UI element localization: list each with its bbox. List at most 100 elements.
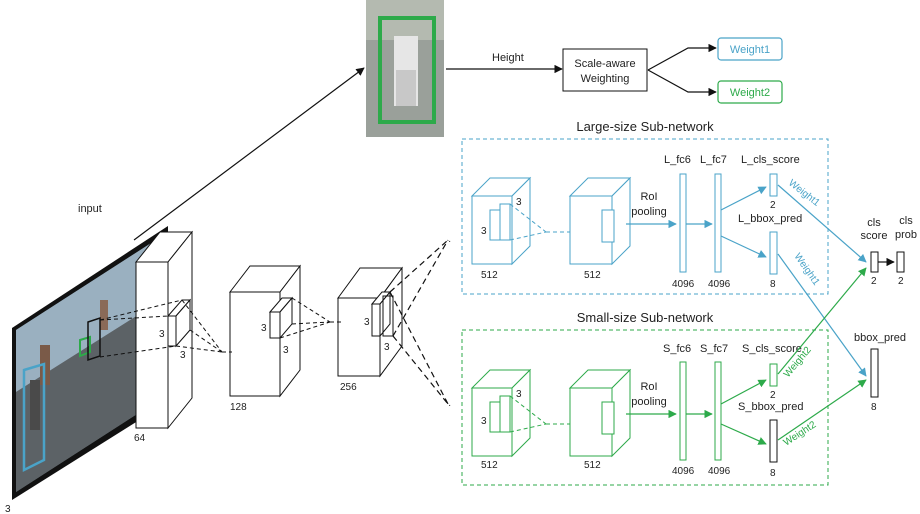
cls-score-line1: cls [867, 217, 881, 229]
conv2-to-conv3-dashes [279, 297, 342, 339]
large-feature2 [568, 176, 632, 266]
small-kernel-w: 3 [516, 389, 522, 400]
ellipsis-top: · [448, 236, 451, 247]
large-cls-score-label: L_cls_score [741, 154, 800, 166]
conv1-kernel-h: 3 [159, 329, 165, 340]
large-feature1 [470, 176, 532, 266]
large-fc6 [679, 173, 687, 273]
small-cls-to-cls-score [777, 267, 867, 375]
large-bbox-arrow [720, 235, 767, 258]
small-subnetwork-box [461, 329, 829, 486]
weight1-label: Weight1 [730, 44, 770, 56]
small-feature1 [470, 368, 532, 458]
large-cls-arrow [720, 186, 767, 211]
large-bbox-pred [769, 231, 778, 275]
large-fc6-size: 4096 [672, 279, 695, 290]
final-cls-size: 2 [871, 276, 877, 287]
large-feature2-channels: 512 [584, 270, 601, 281]
small-bbox-to-bbox-pred [777, 379, 867, 441]
height-label: Height [492, 52, 524, 64]
conv1-to-conv2-dashes [175, 299, 232, 353]
small-cls-arrow [720, 379, 767, 405]
weight1-box [717, 37, 783, 61]
final-bbox-size: 8 [871, 402, 877, 413]
large-bbox-to-bbox-pred [777, 253, 867, 377]
final-bbox-pred [870, 348, 879, 398]
conv2-kernel-w: 3 [283, 345, 289, 356]
small-fc7-size: 4096 [708, 466, 731, 477]
small-fc6 [679, 361, 687, 461]
scale-aware-weighting-box [562, 48, 648, 92]
small-cls-score [769, 363, 778, 387]
large-cls-to-cls-score [777, 184, 867, 263]
cls-prob-line2: prob [895, 229, 917, 241]
edge-weight1-cls: Weight1 [786, 178, 822, 209]
weight2-arrow [647, 69, 717, 97]
crop-box [378, 16, 436, 124]
small-bbox-size: 8 [770, 468, 776, 479]
crop-arrow [133, 67, 365, 241]
small-cls-score-label: S_cls_score [742, 343, 802, 355]
input-channels-label: 3 [5, 504, 11, 514]
small-cls-size: 2 [770, 390, 776, 401]
large-bbox-size: 8 [770, 279, 776, 290]
conv3-channels: 256 [340, 382, 357, 393]
cls-prob-line1: cls [899, 215, 913, 227]
final-cls-score [870, 251, 879, 273]
small-fc7 [714, 361, 722, 461]
scale-aware-line1: Scale-aware [574, 58, 635, 70]
input-image [12, 226, 168, 500]
pedestrian-box-small [79, 335, 91, 358]
small-subnetwork-title: Small-size Sub-network [577, 310, 714, 325]
small-roi-line2: pooling [631, 396, 666, 408]
input-to-conv1-dashes [99, 299, 183, 358]
edge-weight1-bbox: Weight1 [792, 251, 822, 288]
small-bbox-label: S_bbox_pred [738, 401, 803, 413]
bbox-pred-label: bbox_pred [854, 332, 906, 344]
small-fc6-size: 4096 [672, 466, 695, 477]
large-subnetwork-title: Large-size Sub-network [576, 119, 714, 134]
weight2-box [717, 80, 783, 104]
large-kernel-w: 3 [516, 197, 522, 208]
large-fc7 [714, 173, 722, 273]
conv2-kernel-h: 3 [261, 323, 267, 334]
small-roi-line1: RoI [640, 381, 657, 393]
large-cls-size: 2 [770, 200, 776, 211]
small-feature2-channels: 512 [584, 460, 601, 471]
conv3-block [337, 266, 403, 378]
small-bbox-pred [769, 419, 778, 463]
small-feature2 [568, 368, 632, 458]
small-bbox-arrow [720, 423, 767, 445]
small-fc7-label: S_fc7 [700, 343, 728, 355]
conv3-to-subnets-dashes [389, 239, 449, 405]
large-cls-score [769, 173, 778, 197]
pedestrian-box-large [22, 362, 46, 473]
large-roi-line2: pooling [631, 206, 666, 218]
small-feature1-channels: 512 [481, 460, 498, 471]
conv3-kernel-h: 3 [364, 317, 370, 328]
cls-score-line2: score [861, 230, 888, 242]
weight2-label: Weight2 [730, 87, 770, 99]
large-fc7-label: L_fc7 [700, 154, 727, 166]
large-fc6-label: L_fc6 [664, 154, 691, 166]
large-kernel-h: 3 [481, 226, 487, 237]
pedestrian-crop [366, 0, 444, 137]
large-subnetwork-box [461, 138, 829, 295]
conv3-kernel-w: 3 [384, 342, 390, 353]
input-label: input [78, 203, 102, 215]
small-fc6-label: S_fc6 [663, 343, 691, 355]
large-roi-line1: RoI [640, 191, 657, 203]
final-cls-prob [896, 251, 905, 273]
conv1-kernel-w: 3 [180, 350, 186, 361]
weight1-arrow [647, 43, 717, 71]
large-feature1-channels: 512 [481, 270, 498, 281]
small-kernel-h: 3 [481, 416, 487, 427]
scale-aware-line2: Weighting [581, 73, 630, 85]
ellipsis-bottom: · [448, 400, 451, 411]
final-prob-size: 2 [898, 276, 904, 287]
conv2-channels: 128 [230, 402, 247, 413]
large-fc7-size: 4096 [708, 279, 731, 290]
conv1-channels: 64 [134, 433, 146, 444]
large-bbox-label: L_bbox_pred [738, 213, 802, 225]
